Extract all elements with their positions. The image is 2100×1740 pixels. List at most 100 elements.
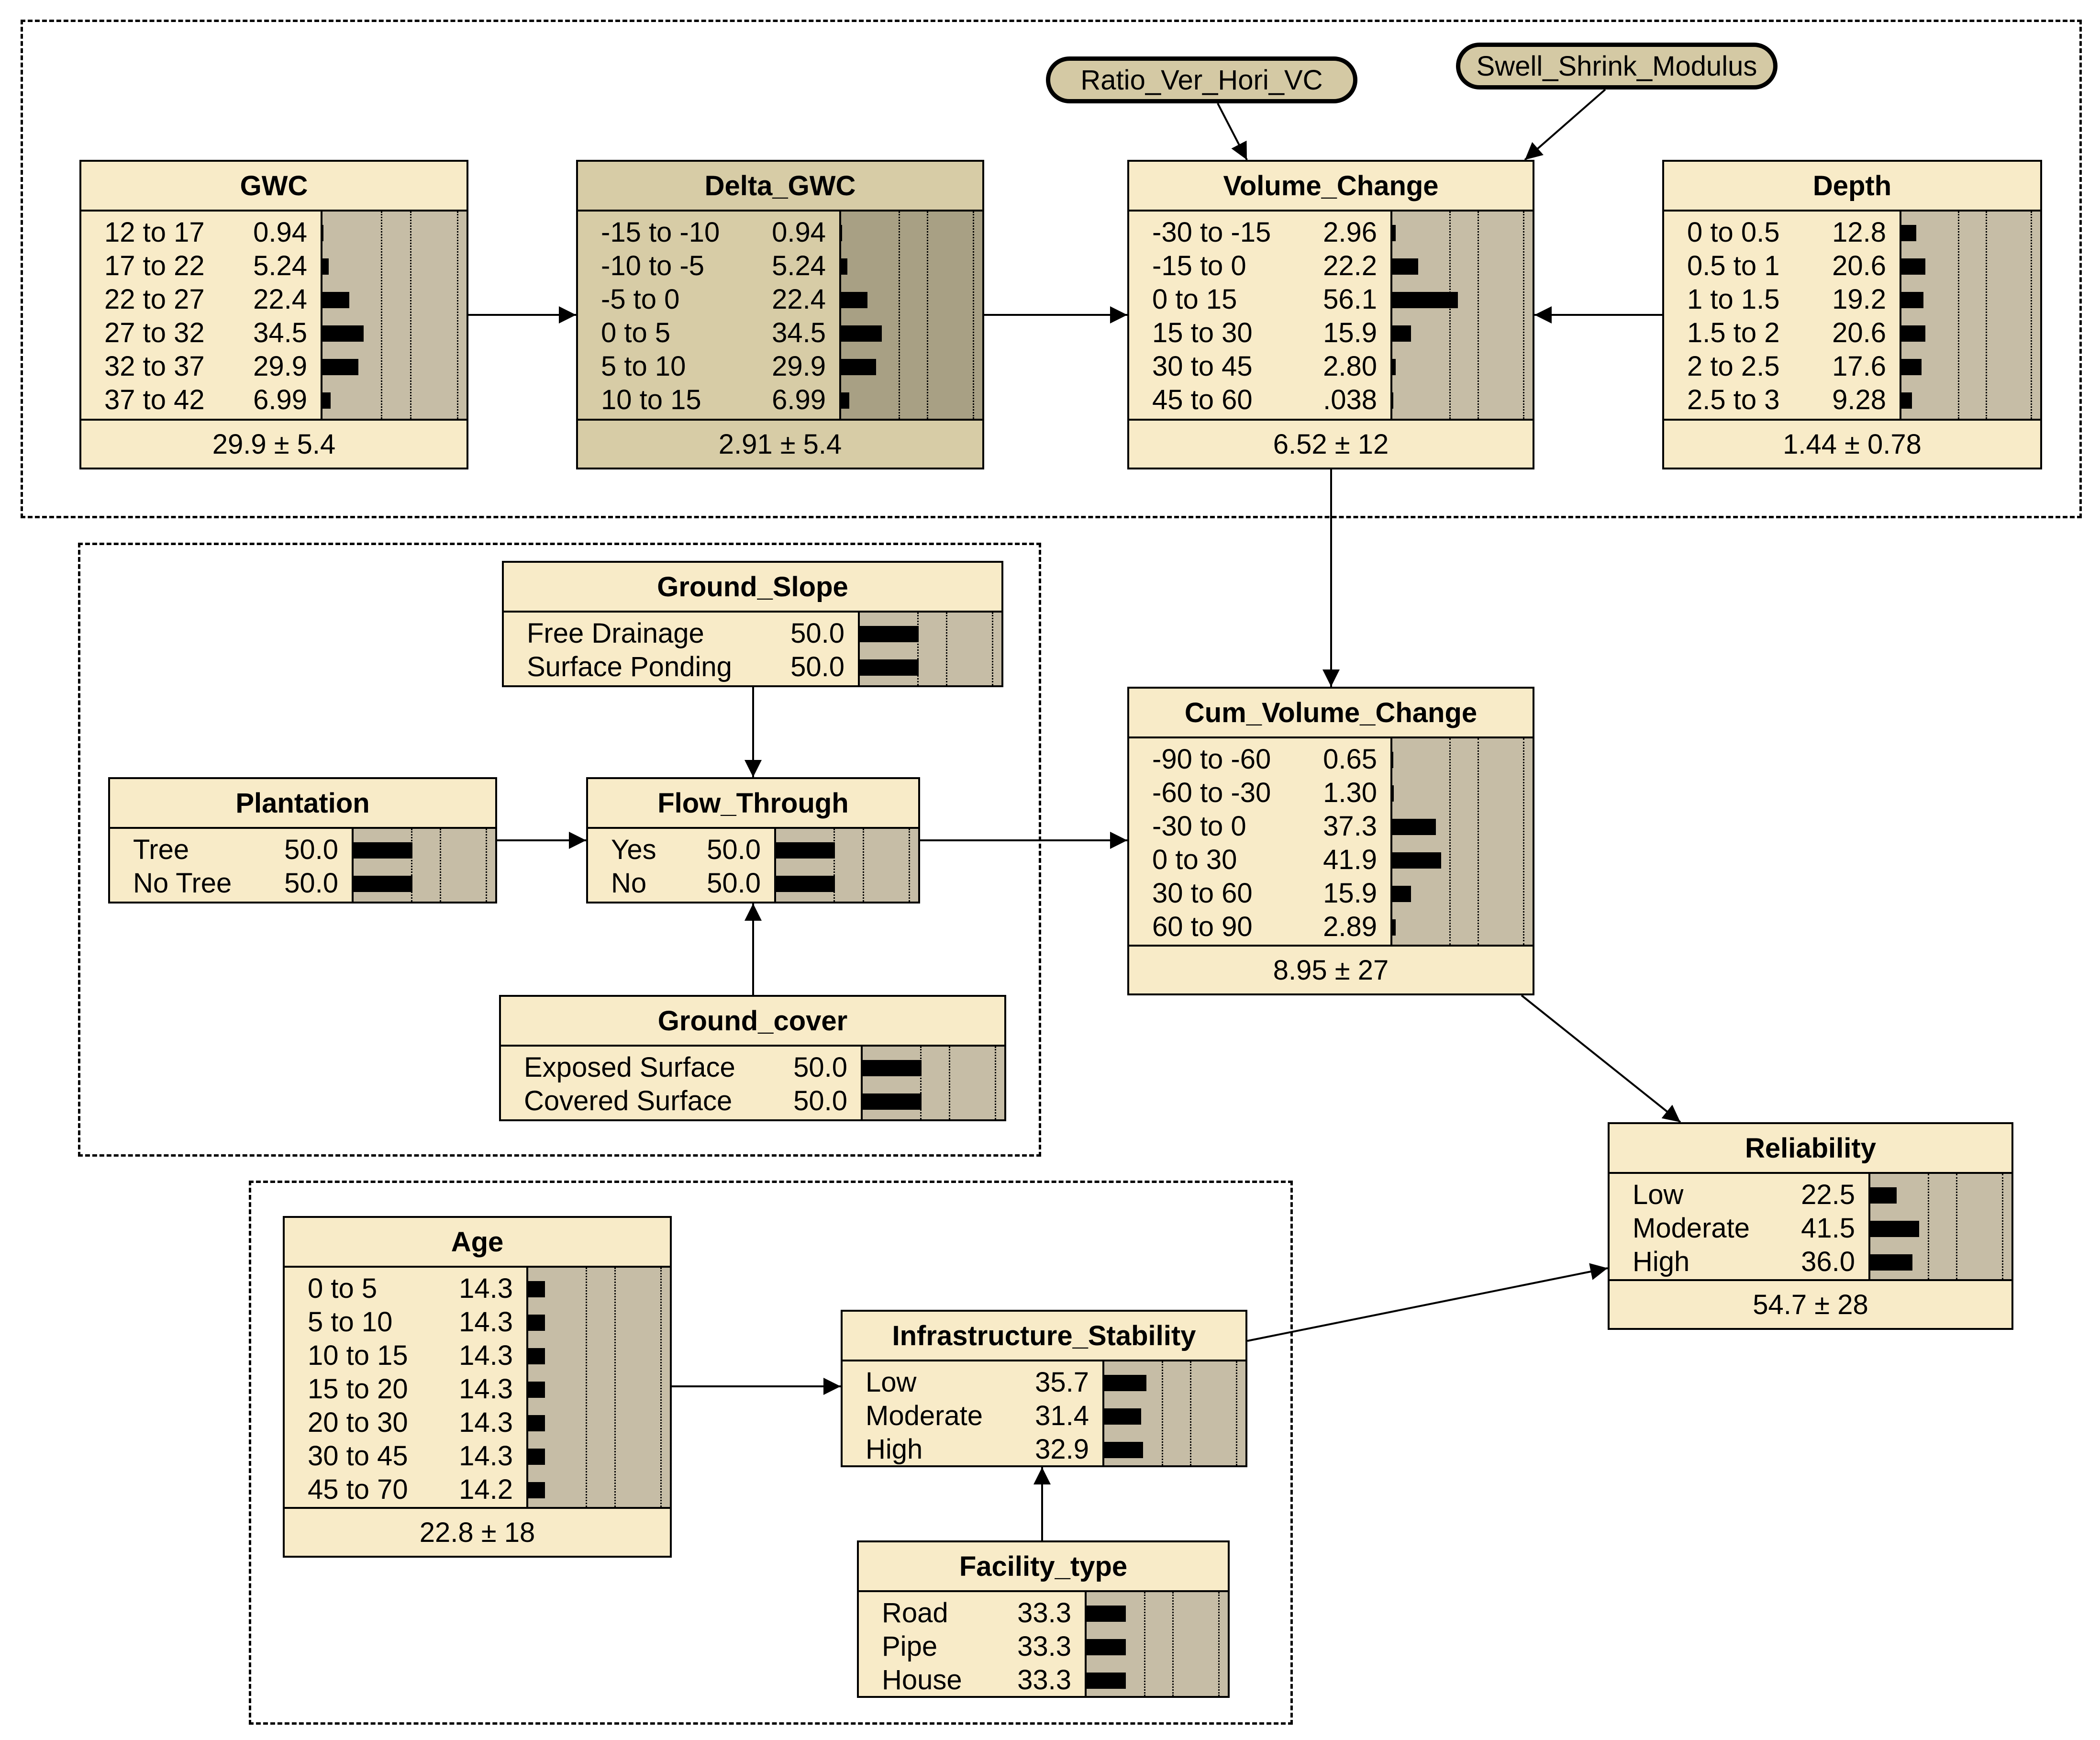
constant-ratio-ver-hori-vc[interactable]: Ratio_Ver_Hori_VC: [1046, 56, 1357, 103]
belief-bars: [1900, 212, 2040, 419]
state-label: 5 to 10: [308, 1306, 393, 1338]
bar-gridline: [1928, 1174, 1929, 1279]
bar-gridline: [973, 212, 974, 419]
state-probability: 15.9: [1323, 878, 1377, 909]
state-row[interactable]: 45 to 60.038: [1129, 384, 1390, 417]
bar-gridline: [660, 1268, 662, 1507]
state-label: 30 to 45: [308, 1440, 408, 1472]
state-probability: 33.3: [1017, 1664, 1071, 1695]
constant-swell-shrink-modulus[interactable]: Swell_Shrink_Modulus: [1456, 43, 1778, 89]
bar-gridline: [1449, 738, 1451, 945]
state-label: No: [611, 868, 647, 899]
state-label: Low: [1633, 1179, 1684, 1210]
belief-bars: [1868, 1174, 2011, 1279]
belief-bar: [1392, 225, 1396, 241]
node-title: Facility_type: [859, 1542, 1228, 1592]
state-probability: 5.24: [772, 250, 826, 281]
state-probability: 15.9: [1323, 317, 1377, 348]
state-label: -30 to 0: [1152, 811, 1246, 842]
belief-bar: [841, 359, 877, 375]
belief-bar: [528, 1415, 545, 1431]
bar-gridline: [440, 829, 441, 902]
state-probability: 17.6: [1832, 351, 1886, 382]
state-probability: 14.3: [459, 1340, 513, 1371]
state-label: 37 to 42: [104, 384, 205, 415]
belief-bar: [1104, 1375, 1146, 1391]
node-title: Reliability: [1610, 1124, 2011, 1174]
